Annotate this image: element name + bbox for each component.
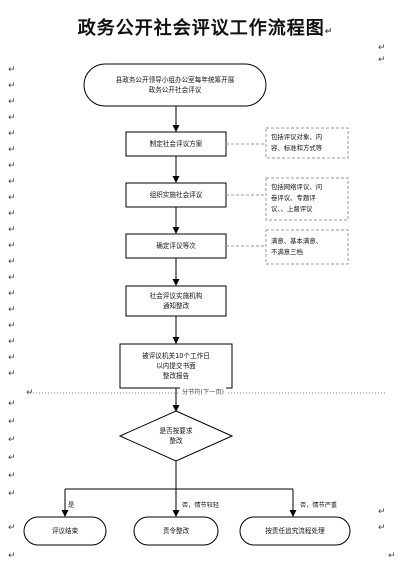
paragraph-mark-left-26: ↵: [8, 489, 16, 499]
step3-label: 确定评议等次: [156, 242, 196, 250]
start-label: 县政务公开领导小组办公室每年统筹开展 政务公开社会评议: [84, 75, 266, 95]
paragraph-mark-left-10: ↵: [8, 209, 16, 219]
paragraph-mark-left-11: ↵: [8, 225, 16, 235]
start-line-1: 县政务公开领导小组办公室每年统筹开展: [115, 76, 235, 84]
page-title-text: 政务公开社会评议工作流程图: [77, 18, 325, 39]
paragraph-mark-left-5: ↵: [8, 129, 16, 139]
paragraph-mark-right-2: ↵: [378, 55, 386, 65]
paragraph-mark-bottom-right: ↵: [388, 551, 396, 561]
end-severe-oval: [239, 516, 351, 546]
step5-line-1: 被评议机关10个工作日: [142, 352, 210, 360]
page-title: 政务公开社会评议工作流程图↵: [0, 14, 411, 40]
step2-box: [125, 182, 227, 208]
paragraph-mark-left-14: ↵: [8, 273, 16, 283]
step4-line-2: 通知整改: [162, 302, 190, 310]
note1-line-2: 容、标准和方式等: [271, 144, 323, 152]
end-warn-label: 责令整改: [162, 527, 190, 535]
paragraph-mark-left-18: ↵: [8, 337, 16, 347]
paragraph-mark-left-16: ↵: [8, 305, 16, 315]
paragraph-mark-left-8: ↵: [8, 177, 16, 187]
paragraph-mark-left-27: ↵: [8, 523, 16, 533]
branch-no-severe-label: 否，情节严重: [300, 502, 338, 509]
end-severe-label: 按责任追究流程处理: [265, 527, 325, 535]
step5-line-3: 整改报告: [162, 372, 190, 380]
note2-line-3: 议、、上督评议: [271, 205, 313, 213]
paragraph-mark-right-1: ↵: [378, 43, 386, 53]
paragraph-mark-left-17: ↵: [8, 321, 16, 331]
start-oval: [83, 63, 267, 107]
branch-yes-label: 是: [68, 502, 75, 509]
paragraph-mark-left-22: ↵: [8, 417, 16, 427]
paragraph-mark-left-20: ↵: [8, 369, 16, 379]
paragraph-mark-left-3: ↵: [8, 97, 16, 107]
paragraph-mark-left-24: ↵: [8, 453, 16, 463]
step5-label: 被评议机关10个工作日 以内提交书面 整改报告: [120, 351, 232, 381]
end-yes-label: 评议结束: [51, 527, 79, 535]
paragraph-mark: ↵: [324, 27, 334, 37]
decision-line-2: 整改: [169, 437, 183, 445]
paragraph-mark-left-19: ↵: [8, 353, 16, 363]
step3-box: [125, 233, 227, 259]
note3-line-2: 不满意三档: [271, 248, 303, 256]
paragraph-mark-left-15: ↵: [8, 289, 16, 299]
branch-no-minor-label: 否，情节较轻: [182, 502, 220, 509]
note2-line-2: 卷评议、专题评: [271, 194, 316, 202]
end-warn-oval: [133, 516, 219, 546]
paragraph-mark-left-23: ↵: [8, 435, 16, 445]
paragraph-mark-left-21: ↵: [8, 399, 16, 409]
paragraph-mark-left-25: ↵: [8, 471, 16, 481]
note1-box: [265, 127, 349, 159]
paragraph-mark-left-12: ↵: [8, 241, 16, 251]
start-line-2: 政务公开社会评议: [148, 86, 202, 94]
note2-label: 包括网络评议、问 卷评议、专题评 议、、上督评议: [271, 182, 347, 215]
section-break-label: 分节符(下一页): [180, 387, 226, 396]
paragraph-mark-left-4: ↵: [8, 113, 16, 123]
step4-label: 社会评议实施机构 通知整改: [126, 291, 226, 311]
note3-box: [265, 229, 349, 265]
note1-label: 包括评议对象、内 容、标准和方式等: [271, 132, 347, 154]
note2-line-1: 包括网络评议、问: [271, 183, 323, 191]
paragraph-mark-left-6: ↵: [8, 145, 16, 155]
step5-line-2: 以内提交书面: [156, 362, 196, 370]
step1-label: 制定社会评议方案: [149, 140, 203, 148]
paragraph-mark-left-7: ↵: [8, 161, 16, 171]
end-yes-oval: [23, 516, 107, 546]
paragraph-mark-left-2: ↵: [8, 81, 16, 91]
paragraph-mark-right-3: ↵: [378, 507, 386, 517]
note2-box: [265, 177, 349, 221]
decision-line-1: 是否按要求: [159, 427, 193, 435]
note1-line-1: 包括评议对象、内: [271, 133, 323, 141]
paragraph-mark-left-1: ↵: [8, 65, 16, 75]
note3-line-1: 满意、基本满意、: [271, 237, 323, 245]
step1-box: [125, 131, 227, 157]
step4-line-1: 社会评议实施机构: [149, 292, 203, 300]
note3-label: 满意、基本满意、 不满意三档: [271, 236, 347, 258]
paragraph-mark-left-9: ↵: [8, 193, 16, 203]
paragraph-mark-bottom-left: ↵: [8, 551, 16, 561]
paragraph-mark-left-13: ↵: [8, 257, 16, 267]
paragraph-mark-break-left: ↵: [26, 388, 34, 398]
paragraph-mark-right-4: ↵: [378, 523, 386, 533]
decision-label: 是否按要求 整改: [136, 426, 216, 446]
step2-label: 组织实施社会评议: [149, 191, 203, 199]
